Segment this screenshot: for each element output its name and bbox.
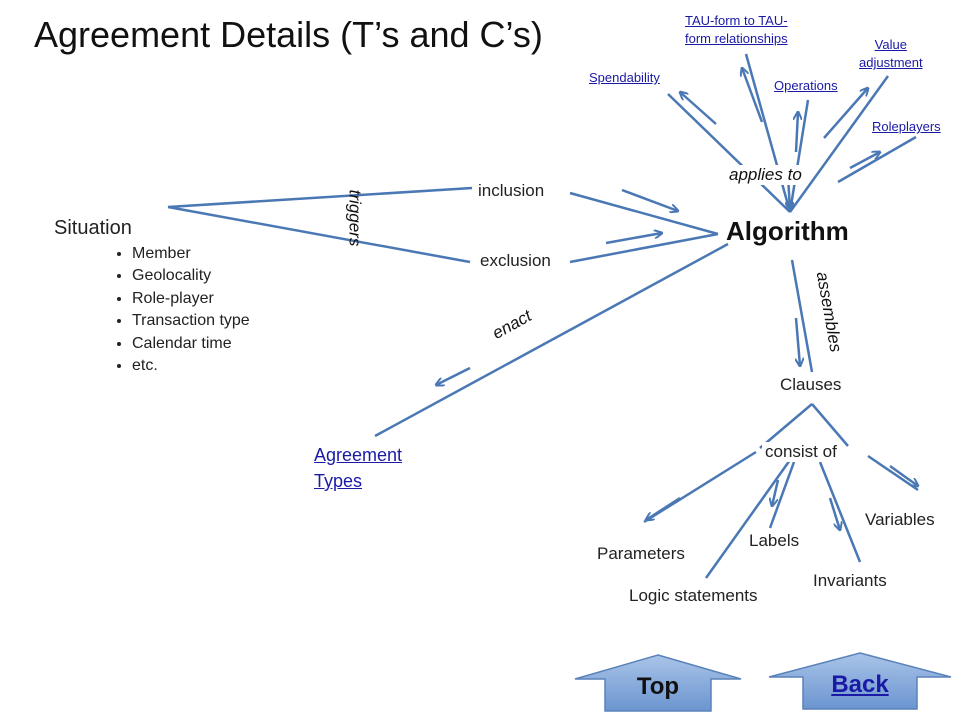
arrow-variables xyxy=(889,464,918,486)
edge-to-spendability xyxy=(667,93,791,213)
node-labels: Labels xyxy=(749,531,800,550)
page-title: Agreement Details (T’s and C’s) xyxy=(34,14,543,55)
arrow-roleplayers xyxy=(849,152,880,170)
link-operations[interactable]: Operations xyxy=(774,78,838,93)
arrow-labels xyxy=(772,479,780,506)
arrow-parameters xyxy=(646,496,681,520)
edge-label-triggers: triggers xyxy=(345,189,365,247)
edge-label-applies-to: applies to xyxy=(726,165,805,185)
node-consist-of: consist of xyxy=(762,442,840,462)
back-button[interactable]: Back xyxy=(767,651,953,711)
arrow-operations xyxy=(796,112,798,153)
list-item: Transaction type xyxy=(132,310,250,332)
link-line-1: Value xyxy=(874,37,907,52)
edge-to-logic xyxy=(704,459,792,579)
top-label: Top xyxy=(636,673,680,700)
edge-algorithm-agreement-types xyxy=(374,242,729,438)
arrow-value-adjustment xyxy=(823,88,868,139)
list-item: Role-player xyxy=(132,288,250,310)
list-item: Member xyxy=(132,243,250,265)
node-logic-statements: Logic statements xyxy=(629,586,758,605)
link-roleplayers[interactable]: Roleplayers xyxy=(872,119,941,134)
edge-clauses-consist-2 xyxy=(811,403,849,447)
link-spendability[interactable]: Spendability xyxy=(589,70,660,85)
edge-to-tau-form xyxy=(744,53,792,213)
situation-list: Member Geolocality Role-player Transacti… xyxy=(104,243,250,377)
arrow-tau-form xyxy=(742,68,764,123)
link-tau-form-relationships[interactable]: TAU-form to TAU- form relationships xyxy=(685,12,788,48)
edge-to-value-adjustment xyxy=(788,75,890,213)
node-exclusion: exclusion xyxy=(480,251,551,270)
node-algorithm: Algorithm xyxy=(726,216,849,246)
node-situation: Situation xyxy=(54,217,132,239)
link-value-adjustment[interactable]: Value adjustment xyxy=(859,36,923,72)
arrow-invariants xyxy=(828,497,840,530)
node-variables: Variables xyxy=(865,510,935,529)
up-arrow-icon xyxy=(768,652,952,710)
link-line-2: form relationships xyxy=(685,31,788,46)
edge-to-roleplayers xyxy=(837,135,917,184)
arrow-spendability xyxy=(680,92,717,125)
node-clauses: Clauses xyxy=(780,375,842,394)
edge-clauses-consist xyxy=(759,403,813,449)
top-button[interactable]: Top xyxy=(573,653,743,713)
node-inclusion: inclusion xyxy=(478,181,545,200)
node-parameters: Parameters xyxy=(597,544,685,563)
arrow-assembles xyxy=(794,317,800,366)
node-invariants: Invariants xyxy=(813,571,887,590)
list-item: etc. xyxy=(132,355,250,377)
list-item: Calendar time xyxy=(132,333,250,355)
edge-situation-inclusion xyxy=(167,186,473,209)
arrow-inclusion xyxy=(621,188,678,211)
edge-algorithm-clauses xyxy=(790,259,814,373)
list-item: Geolocality xyxy=(132,265,250,287)
edge-to-variables xyxy=(867,454,919,492)
edge-to-labels xyxy=(768,461,796,529)
edge-situation-exclusion xyxy=(167,205,471,264)
up-arrow-icon xyxy=(574,654,742,712)
link-line-2: adjustment xyxy=(859,55,923,70)
link-agreement-types[interactable]: Agreement Types xyxy=(314,442,402,494)
link-line-2: Types xyxy=(314,471,363,491)
edge-exclusion-algorithm xyxy=(569,232,719,264)
link-line-1: TAU-form to TAU- xyxy=(685,13,788,28)
link-line-1: Agreement xyxy=(314,445,403,465)
arrow-exclusion xyxy=(605,233,662,245)
edge-to-operations xyxy=(788,99,810,213)
back-label: Back xyxy=(831,671,889,698)
edge-to-invariants xyxy=(818,461,862,563)
arrow-enact xyxy=(436,366,471,385)
edge-inclusion-algorithm xyxy=(569,191,719,236)
